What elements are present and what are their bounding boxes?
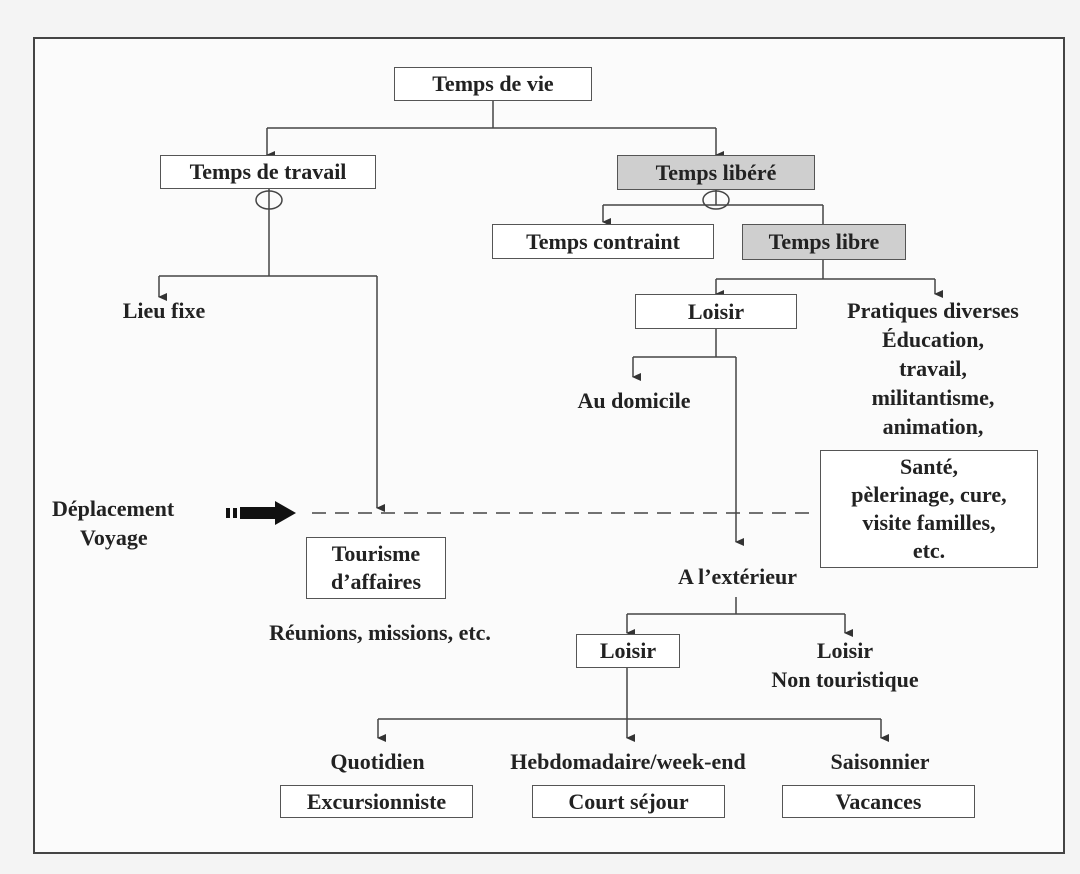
node-temps-libre: Temps libre (742, 224, 906, 260)
node-loisir-1: Loisir (635, 294, 797, 329)
node-tourisme-affaires: Tourisme d’affaires (306, 537, 446, 599)
travel-arrow (226, 501, 296, 525)
node-loisir-2: Loisir (576, 634, 680, 668)
node-temps-libere: Temps libéré (617, 155, 815, 190)
node-court-sejour: Court séjour (532, 785, 725, 818)
node-reunions: Réunions, missions, etc. (269, 620, 491, 645)
node-temps-de-travail: Temps de travail (160, 155, 376, 189)
node-pratiques-diverses: Pratiques diverses Éducation, travail, m… (847, 298, 1019, 439)
node-loisir-non-touristique: Loisir Non touristique (771, 638, 919, 692)
node-quotidien: Quotidien (330, 749, 425, 774)
node-hebdomadaire: Hebdomadaire/week-end (510, 749, 746, 774)
node-a-exterieur: A l’extérieur (677, 564, 798, 589)
node-temps-contraint: Temps contraint (492, 224, 714, 259)
node-saisonnier: Saisonnier (830, 749, 930, 774)
node-temps-de-vie: Temps de vie (394, 67, 592, 101)
node-vacances: Vacances (782, 785, 975, 818)
node-au-domicile: Au domicile (577, 388, 691, 413)
node-excursionniste: Excursionniste (280, 785, 473, 818)
node-deplacement: Déplacement Voyage (52, 496, 175, 550)
node-lieu-fixe: Lieu fixe (122, 298, 206, 323)
node-sante: Santé, pèlerinage, cure, visite familles… (820, 450, 1038, 568)
